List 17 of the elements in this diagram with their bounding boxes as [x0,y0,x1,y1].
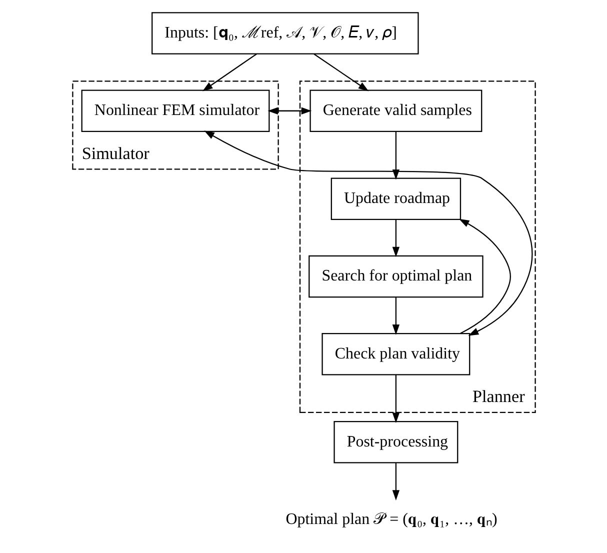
node-box: Update roadmap [330,178,461,220]
arrow [392,220,400,258]
arrow [202,54,256,92]
node-box: Post-processing [333,421,458,464]
node-box: Check plan validity [321,333,470,376]
arrow [313,54,368,92]
node-box: Nonlinear FEM simulator [80,90,270,132]
arrow [392,374,400,424]
arrow [204,130,532,336]
node-box: Inputs: [𝐪₀, ℳref, 𝒜, 𝒱, 𝒪, 𝐸, 𝜈, 𝜌] [151,12,418,54]
node-text: Optimal plan 𝒫 = (𝐪₀, 𝐪₁, …, 𝐪ₙ) [285,511,497,528]
arrow [458,218,510,334]
node-box: Generate valid samples [309,90,482,132]
node-box: Search for optimal plan [308,255,483,298]
arrow [267,107,312,114]
arrow [392,297,400,335]
arrow [392,463,400,500]
